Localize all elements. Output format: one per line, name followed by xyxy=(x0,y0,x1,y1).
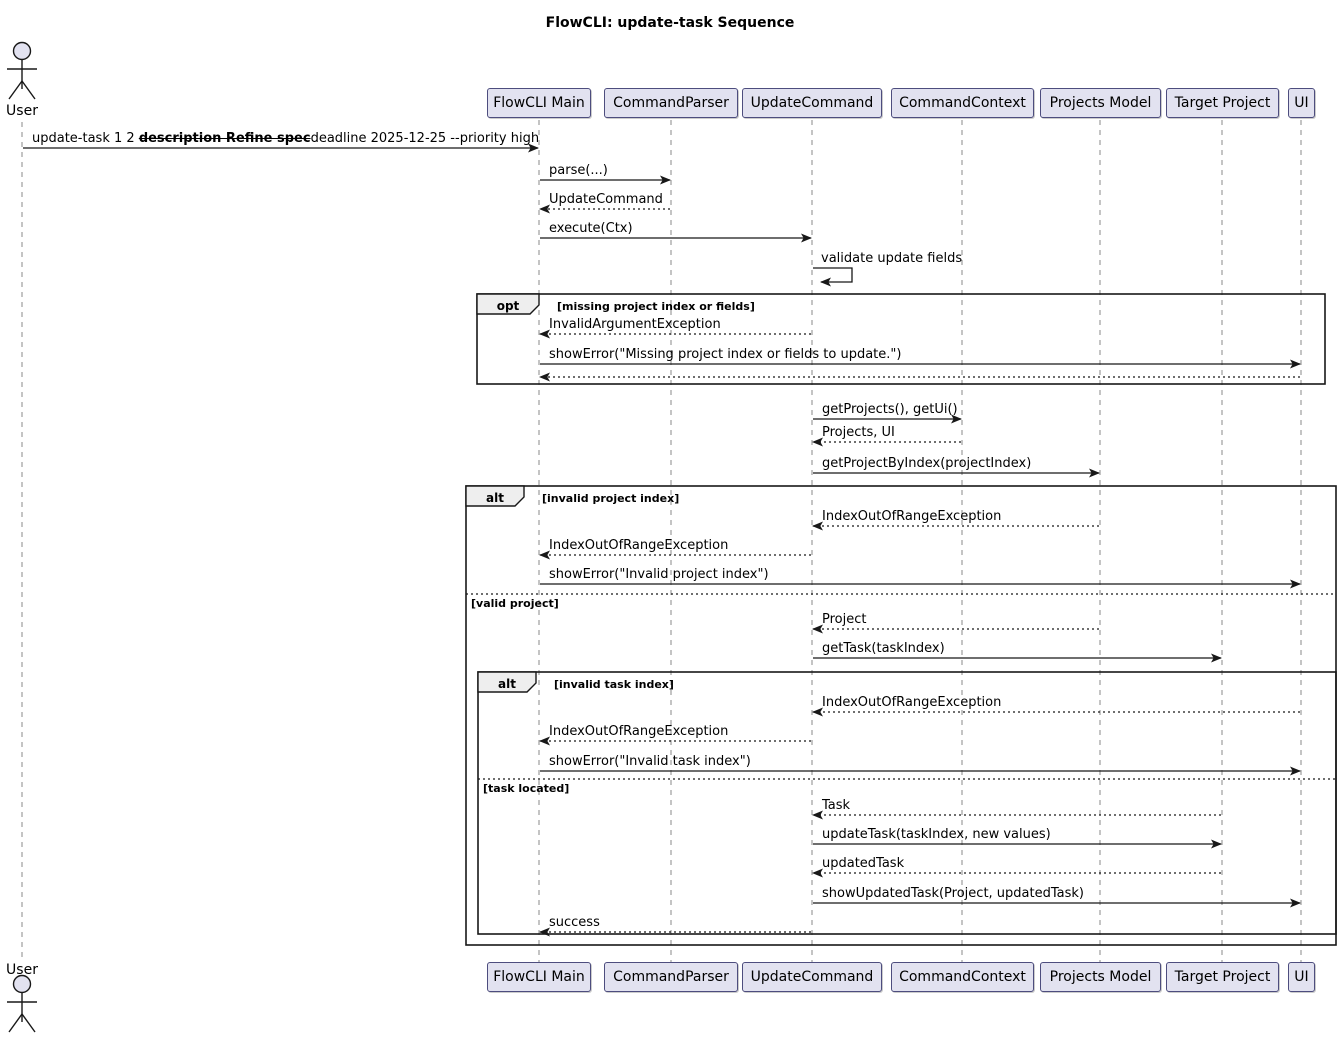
participant-box-context-bottom[interactable]: CommandContext xyxy=(891,962,1034,992)
message-label-m16: getTask(taskIndex) xyxy=(822,641,945,656)
participant-label-context: CommandContext xyxy=(899,95,1026,111)
message-label-m10: Projects, UI xyxy=(822,425,895,440)
participant-box-update-top[interactable]: UpdateCommand xyxy=(742,88,882,118)
participant-box-parser-bottom[interactable]: CommandParser xyxy=(604,962,738,992)
message-label-m6: InvalidArgumentException xyxy=(549,317,721,332)
frame-else-guard-1-0: [valid project] xyxy=(471,597,559,610)
participant-box-update-bottom[interactable]: UpdateCommand xyxy=(742,962,882,992)
message-label-m21: updateTask(taskIndex, new values) xyxy=(822,827,1051,842)
frame-label-box-2 xyxy=(477,671,537,693)
message-label-m19: showError("Invalid task index") xyxy=(549,754,751,769)
actor-user-bottom xyxy=(7,974,37,1033)
actor-label-top: User xyxy=(6,103,38,119)
message-label-m5: validate update fields xyxy=(821,251,963,266)
participant-box-target-top[interactable]: Target Project xyxy=(1166,88,1279,118)
message-label-m13: IndexOutOfRangeException xyxy=(549,538,729,553)
message-label-m2: parse(...) xyxy=(549,163,608,178)
participant-box-ui-bottom[interactable]: UI xyxy=(1288,962,1315,992)
message-label-m14: showError("Invalid project index") xyxy=(549,567,769,582)
participant-label-context: CommandContext xyxy=(899,969,1026,985)
message-label-m9: getProjects(), getUi() xyxy=(822,402,958,417)
message-label-m1: update-task 1 2 description Refine specd… xyxy=(32,132,539,145)
participant-label-projects: Projects Model xyxy=(1049,969,1152,985)
actor-user-top xyxy=(7,41,37,100)
message-label-m17: IndexOutOfRangeException xyxy=(822,695,1002,710)
participant-label-update: UpdateCommand xyxy=(750,95,874,111)
participant-box-ui-top[interactable]: UI xyxy=(1288,88,1315,118)
message-label-m4: execute(Ctx) xyxy=(549,221,633,236)
participant-box-parser-top[interactable]: CommandParser xyxy=(604,88,738,118)
frame-guard-label-2: [invalid task index] xyxy=(554,678,674,691)
participant-box-projects-bottom[interactable]: Projects Model xyxy=(1040,962,1161,992)
message-label-part-head: update-task 1 2 xyxy=(32,131,139,146)
frame-kind-label-2: alt xyxy=(498,677,516,691)
participant-box-main-bottom[interactable]: FlowCLI Main xyxy=(487,962,591,992)
frame-kind-label-0: opt xyxy=(496,299,520,313)
participant-label-ui: UI xyxy=(1294,95,1309,111)
message-label-part-tail: deadline 2025-12-25 --priority high xyxy=(310,131,540,146)
participant-label-target: Target Project xyxy=(1174,95,1271,111)
message-label-m24: success xyxy=(549,915,600,930)
frame-alt-1 xyxy=(465,485,1337,946)
participant-box-projects-top[interactable]: Projects Model xyxy=(1040,88,1161,118)
message-arrow-m5 xyxy=(813,267,853,287)
participant-label-update: UpdateCommand xyxy=(750,969,874,985)
frame-alt-2 xyxy=(477,671,1337,935)
participant-label-projects: Projects Model xyxy=(1049,95,1152,111)
participant-box-context-top[interactable]: CommandContext xyxy=(891,88,1034,118)
participant-label-ui: UI xyxy=(1294,969,1309,985)
participant-label-main: FlowCLI Main xyxy=(493,95,585,111)
actor-label-bottom: User xyxy=(6,962,38,978)
message-label-m7: showError("Missing project index or fiel… xyxy=(549,347,902,362)
frame-label-box-0 xyxy=(476,293,540,315)
participant-label-main: FlowCLI Main xyxy=(493,969,585,985)
frame-guard-label-0: [missing project index or fields] xyxy=(557,300,755,313)
message-label-m15: Project xyxy=(822,612,867,627)
message-label-m11: getProjectByIndex(projectIndex) xyxy=(822,456,1032,471)
message-label-m23: showUpdatedTask(Project, updatedTask) xyxy=(822,886,1084,901)
message-label-m18: IndexOutOfRangeException xyxy=(549,724,729,739)
participant-label-target: Target Project xyxy=(1174,969,1271,985)
message-label-part-strike: description Refine spec xyxy=(138,131,311,146)
frame-kind-label-1: alt xyxy=(486,491,504,505)
message-label-m20: Task xyxy=(822,798,851,813)
frame-opt-0 xyxy=(476,293,1326,385)
diagram-title: FlowCLI: update-task Sequence xyxy=(545,15,795,31)
message-label-m22: updatedTask xyxy=(822,856,905,871)
frame-guard-label-1: [invalid project index] xyxy=(542,492,680,505)
participant-box-main-top[interactable]: FlowCLI Main xyxy=(487,88,591,118)
participant-label-parser: CommandParser xyxy=(613,95,729,111)
frame-label-box-1 xyxy=(465,485,525,507)
frame-else-guard-2-0: [task located] xyxy=(483,782,570,795)
message-label-m3: UpdateCommand xyxy=(549,192,663,207)
participant-label-parser: CommandParser xyxy=(613,969,729,985)
participant-box-target-bottom[interactable]: Target Project xyxy=(1166,962,1279,992)
message-label-m12: IndexOutOfRangeException xyxy=(822,509,1002,524)
